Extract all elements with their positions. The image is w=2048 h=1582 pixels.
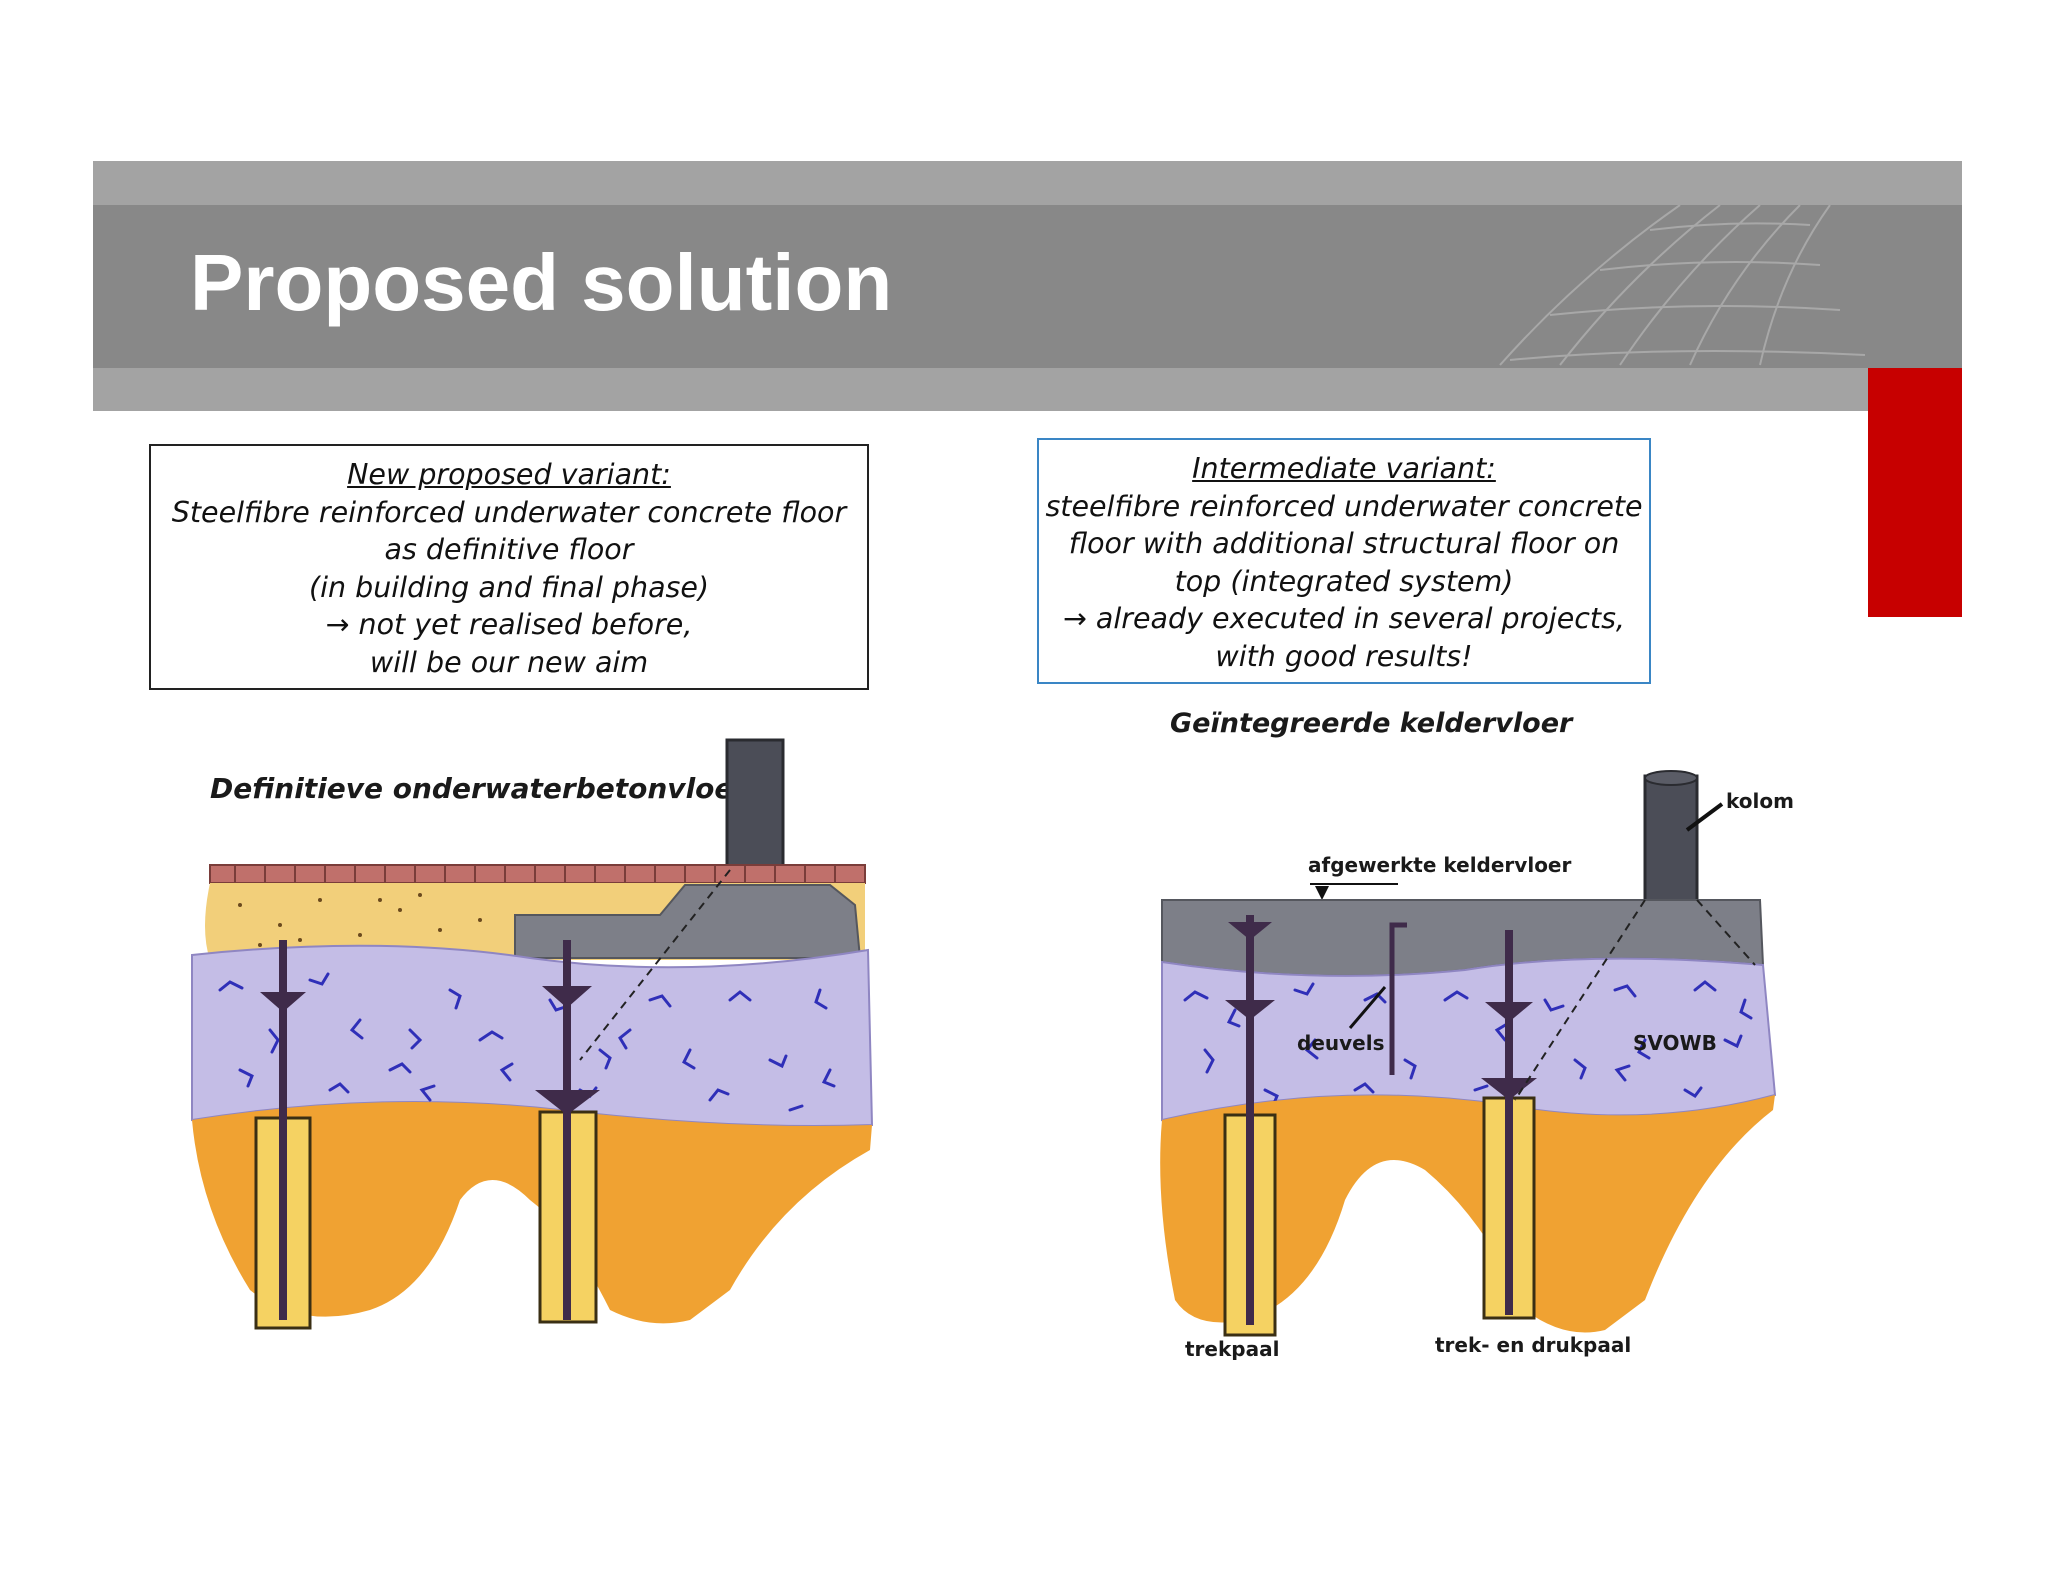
pile-head-plate: [1485, 1002, 1533, 1022]
grid-decoration: [1499, 205, 1866, 366]
intermediate-variant-line: top (integrated system): [1174, 564, 1514, 598]
intermediate-variant-heading: Intermediate variant:: [1192, 452, 1496, 485]
accent-red-tab: [1868, 368, 1962, 617]
new-variant-line: Steelfibre reinforced underwater concret…: [171, 495, 847, 529]
intermediate-variant-line: floor with additional structural floor o…: [1068, 527, 1620, 560]
steel-fibres: [218, 972, 836, 1112]
label-deuvels: deuvels: [1297, 1031, 1384, 1055]
integrated-floor-title: Geïntegreerde keldervloer: [1170, 708, 1574, 739]
label-afgewerkte-keldervloer: afgewerkte keldervloer: [1308, 853, 1571, 877]
level-marker-icon: [1315, 886, 1329, 900]
column-pointer: [1685, 802, 1724, 832]
dowel-pointer: [1348, 986, 1387, 1029]
new-variant-box: New proposed variant: Steelfibre reinfor…: [149, 444, 869, 690]
intermediate-variant-box: Intermediate variant: steelfibre reinfor…: [1037, 438, 1651, 684]
definitive-floor-diagram: Definitieve onderwaterbetonvloer: [191, 738, 874, 1330]
slide-title: Proposed solution: [190, 238, 893, 327]
grey-concrete-layer: [514, 884, 862, 959]
soil-orange: [192, 1102, 872, 1324]
column: [1643, 774, 1699, 903]
label-trekpaal: trekpaal: [1185, 1337, 1279, 1360]
load-dash-line: [579, 869, 731, 1061]
integrated-floor-diagram: Geïntegreerde keldervloer kolom afgewerk…: [1160, 708, 1794, 1360]
header-banner: [93, 205, 1962, 368]
load-dash-line: [1514, 899, 1646, 1101]
pile-anchor-plate: [1481, 1078, 1537, 1100]
intermediate-variant-line: with good results!: [1215, 639, 1473, 673]
steel-fibres: [1183, 980, 1753, 1108]
brick-layer: [209, 864, 866, 884]
new-variant-line: will be our new aim: [369, 645, 649, 679]
header-banner-top: [93, 161, 1962, 205]
soil-orange: [1160, 1095, 1775, 1333]
load-dash-line: [1696, 899, 1756, 966]
definitive-floor-title: Definitieve onderwaterbetonvloer: [210, 772, 749, 805]
pile-head-plate: [542, 986, 592, 1008]
new-variant-line: → not yet realised before,: [325, 608, 693, 641]
pile-head-plate: [1228, 922, 1272, 940]
dowel: [1389, 922, 1407, 1075]
label-trek-en-drukpaal: trek- en drukpaal: [1435, 1333, 1631, 1357]
column-top: [1644, 770, 1698, 786]
new-variant-line: as definitive floor: [384, 533, 634, 566]
label-kolom: kolom: [1726, 789, 1794, 813]
pile-anchor-plate: [535, 1090, 600, 1115]
new-variant-heading: New proposed variant:: [347, 458, 671, 491]
intermediate-variant-line: steelfibre reinforced underwater concret…: [1045, 489, 1643, 523]
intermediate-variant-line: → already executed in several projects,: [1062, 602, 1625, 635]
label-svowb: SVOWB: [1633, 1031, 1717, 1055]
pile-anchor-plate: [1225, 1000, 1275, 1020]
pile-head-plate: [260, 992, 306, 1012]
header-banner-bottom: [93, 368, 1962, 411]
new-variant-line: (in building and final phase): [308, 570, 710, 604]
underwater-concrete: [191, 944, 874, 1127]
